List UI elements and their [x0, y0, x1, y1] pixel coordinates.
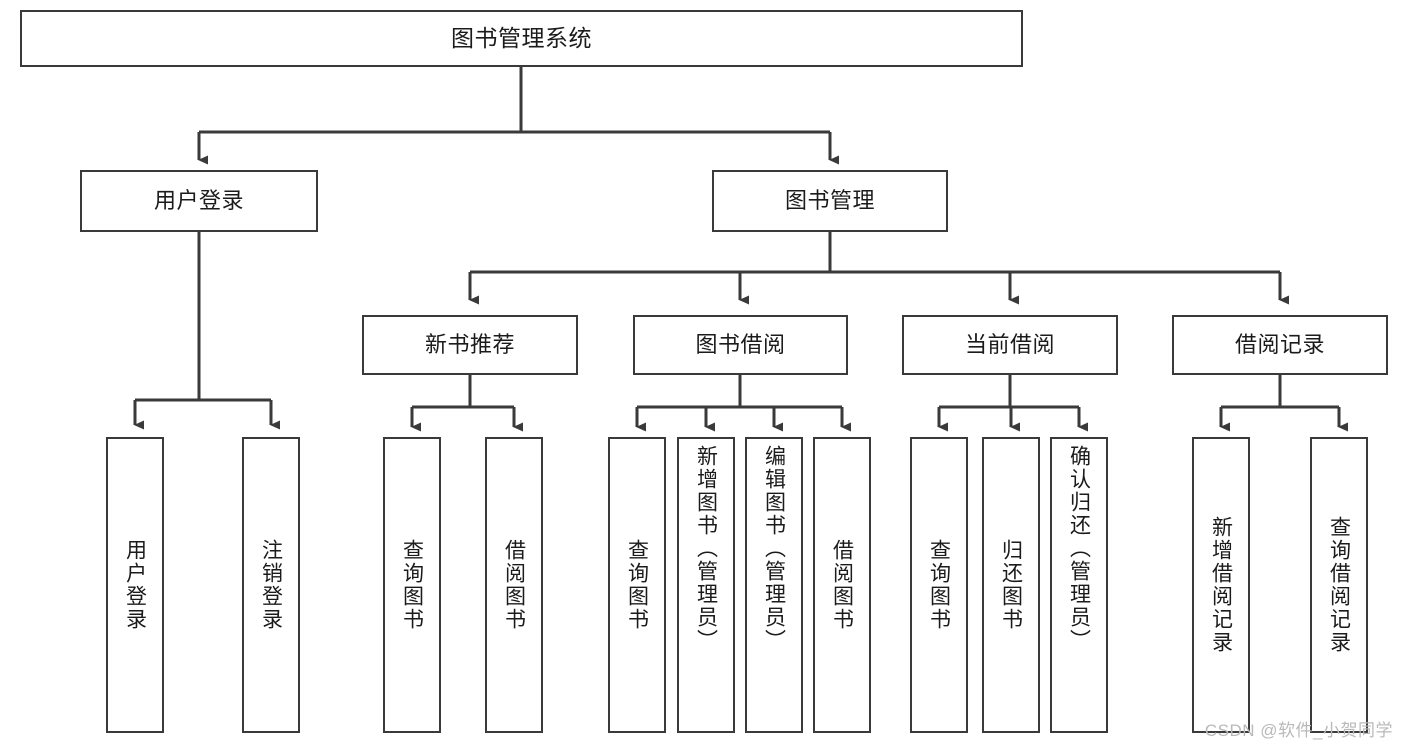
node-book-management-label: 图书管理	[784, 187, 875, 213]
node-leaf-add-borrow-record[interactable]: 新增借阅记录	[1192, 437, 1250, 733]
node-leaf-query-book-1-label: 查询图书	[400, 539, 424, 631]
node-leaf-query-borrow-record[interactable]: 查询借阅记录	[1310, 437, 1368, 733]
node-leaf-query-borrow-record-label: 查询借阅记录	[1327, 516, 1351, 654]
node-current-borrow-label: 当前借阅	[964, 331, 1055, 357]
node-leaf-return-book-label: 归还图书	[999, 539, 1023, 631]
node-book-borrow[interactable]: 图书借阅	[633, 315, 848, 375]
node-user-login-label: 用户登录	[153, 187, 244, 213]
node-leaf-borrow-book-2-label: 借阅图书	[830, 539, 854, 631]
node-borrow-record[interactable]: 借阅记录	[1172, 315, 1388, 375]
node-leaf-add-borrow-record-label: 新增借阅记录	[1209, 516, 1233, 654]
node-leaf-edit-book[interactable]: 编辑图书（管理员）	[745, 437, 803, 733]
node-leaf-user-login-label: 用户登录	[123, 539, 147, 631]
node-leaf-edit-book-label: 编辑图书（管理员）	[762, 445, 786, 652]
node-leaf-query-book-3-label: 查询图书	[927, 539, 951, 631]
node-current-borrow[interactable]: 当前借阅	[902, 315, 1118, 375]
node-leaf-confirm-return[interactable]: 确认归还（管理员）	[1050, 437, 1108, 733]
node-leaf-query-book-2-label: 查询图书	[625, 539, 649, 631]
watermark-text: CSDN @软件_小贺同学	[1204, 721, 1393, 740]
node-leaf-borrow-book-2[interactable]: 借阅图书	[813, 437, 871, 733]
node-book-borrow-label: 图书借阅	[695, 331, 786, 357]
node-book-management[interactable]: 图书管理	[712, 170, 948, 232]
node-leaf-query-book-3[interactable]: 查询图书	[910, 437, 968, 733]
node-root[interactable]: 图书管理系统	[20, 10, 1023, 67]
node-new-book-recommend[interactable]: 新书推荐	[362, 315, 578, 375]
node-leaf-return-book[interactable]: 归还图书	[982, 437, 1040, 733]
node-leaf-query-book-2[interactable]: 查询图书	[608, 437, 666, 733]
node-new-book-recommend-label: 新书推荐	[424, 331, 515, 357]
node-leaf-add-book-label: 新增图书（管理员）	[694, 445, 718, 652]
node-leaf-logout-login[interactable]: 注销登录	[242, 437, 300, 733]
node-leaf-add-book[interactable]: 新增图书（管理员）	[677, 437, 735, 733]
node-user-login[interactable]: 用户登录	[80, 170, 318, 232]
node-leaf-user-login[interactable]: 用户登录	[106, 437, 164, 733]
node-borrow-record-label: 借阅记录	[1234, 331, 1325, 357]
node-root-label: 图书管理系统	[451, 24, 592, 51]
node-leaf-borrow-book-1-label: 借阅图书	[502, 539, 526, 631]
node-leaf-query-book-1[interactable]: 查询图书	[383, 437, 441, 733]
node-leaf-confirm-return-label: 确认归还（管理员）	[1067, 445, 1091, 652]
node-leaf-logout-login-label: 注销登录	[259, 539, 283, 631]
node-leaf-borrow-book-1[interactable]: 借阅图书	[485, 437, 543, 733]
